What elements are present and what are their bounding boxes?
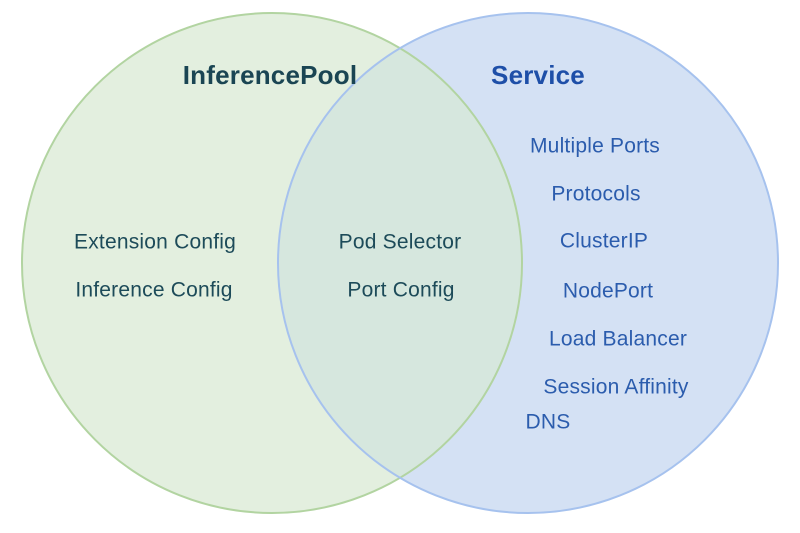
item-nodeport: NodePort [562,279,654,303]
service-circle-outline [277,12,779,514]
item-clusterip: ClusterIP [559,229,649,253]
item-protocols: Protocols [551,182,641,206]
item-pod-selector: Pod Selector [338,230,462,254]
inferencepool-circle-outline [21,12,523,514]
item-session-affinity: Session Affinity [543,375,689,399]
service-title: Service [491,60,585,90]
item-inference-config: Inference Config [75,278,233,302]
item-load-balancer: Load Balancer [548,327,688,351]
item-port-config: Port Config [347,278,455,302]
item-dns: DNS [525,410,571,434]
item-extension-config: Extension Config [74,230,236,254]
intersection-region [278,13,522,513]
inferencepool-title: InferencePool [182,60,358,90]
item-multiple-ports: Multiple Ports [529,134,661,158]
